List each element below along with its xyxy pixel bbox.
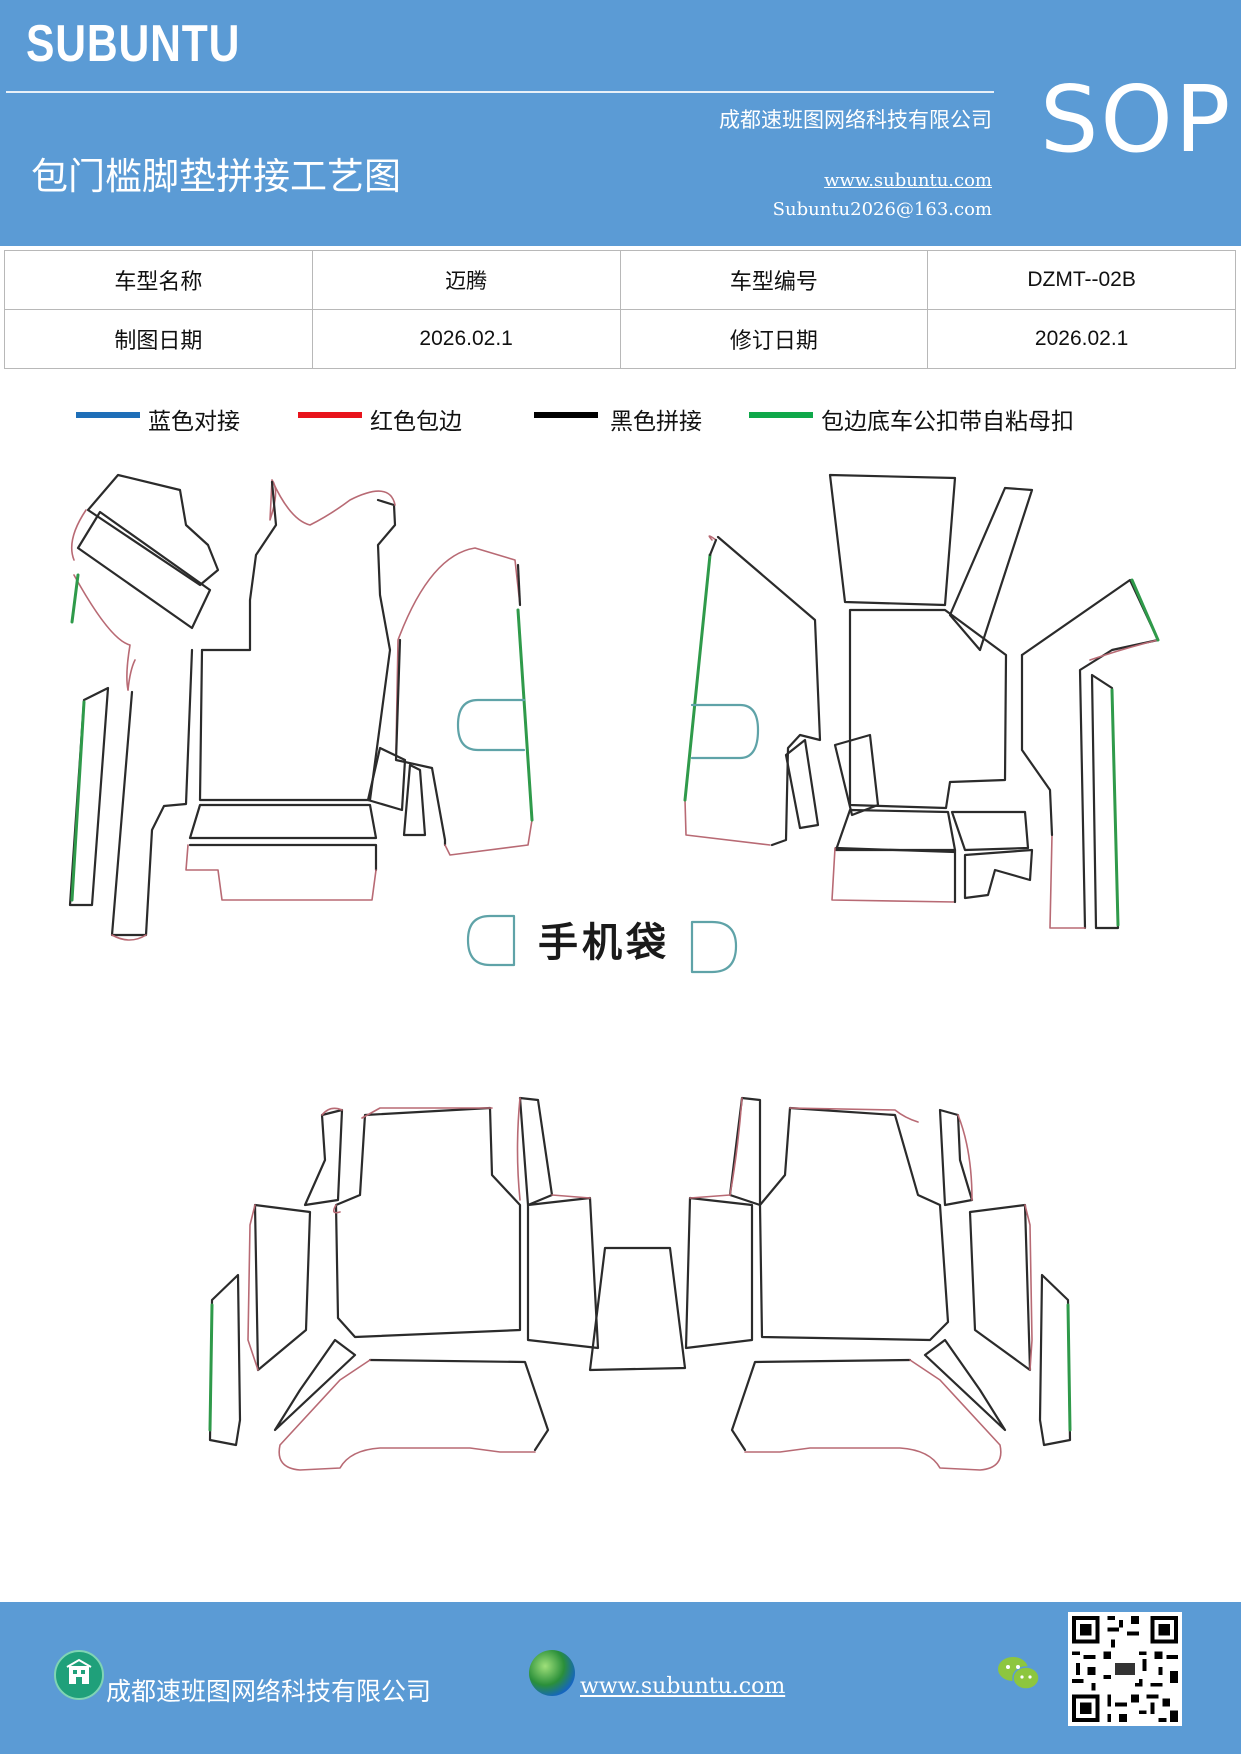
- legend-item: 蓝色对接: [76, 402, 240, 436]
- sop-badge: SOP: [1040, 66, 1233, 173]
- rear-left-mat-set: [208, 1096, 687, 1471]
- legend-label: 蓝色对接: [148, 409, 240, 435]
- rear-right-mat-set: [684, 1096, 1072, 1471]
- label-cell: 制图日期: [4, 309, 313, 369]
- page-title: 包门槛脚垫拼接工艺图: [31, 155, 401, 198]
- legend-swatch-red: [298, 412, 362, 418]
- info-table: 车型名称 迈腾 车型编号 DZMT--02B 制图日期 2026.02.1 修订…: [4, 250, 1236, 369]
- phone-pocket-label: 手机袋: [538, 920, 670, 966]
- footer-banner: 成都速班图网络科技有限公司 www.subuntu.com: [0, 1602, 1241, 1754]
- legend-label: 红色包边: [370, 409, 462, 435]
- phone-pocket-pieces: [466, 914, 738, 974]
- legend-swatch-green: [749, 412, 813, 418]
- footer-company: 成都速班图网络科技有限公司: [106, 1677, 432, 1706]
- label-cell: 修订日期: [619, 309, 929, 369]
- header-website-link[interactable]: www.subuntu.com: [824, 170, 992, 191]
- value-cell: 2026.02.1: [927, 309, 1236, 369]
- value-cell: DZMT--02B: [927, 250, 1236, 310]
- front-right-mat-set: [683, 473, 1160, 930]
- label-cell: 车型编号: [619, 250, 929, 310]
- header-company: 成都速班图网络科技有限公司: [719, 108, 992, 132]
- building-icon: [54, 1650, 104, 1700]
- legend-item: 红色包边: [298, 402, 462, 436]
- legend-swatch-blue: [76, 412, 140, 418]
- legend-swatch-black: [534, 412, 598, 418]
- table-row: 车型名称 迈腾 车型编号 DZMT--02B: [4, 250, 1236, 310]
- value-cell: 2026.02.1: [311, 309, 621, 369]
- header-divider: [6, 91, 994, 93]
- qr-code: [1068, 1612, 1182, 1726]
- wechat-icon: [996, 1654, 1042, 1694]
- value-cell: 迈腾: [311, 250, 621, 310]
- legend-label: 黑色拼接: [610, 409, 702, 435]
- brand-logo: SUBUNTU: [26, 15, 241, 73]
- header-email: Subuntu2026@163.com: [772, 199, 992, 220]
- legend: 蓝色对接 红色包边 黑色拼接 包边底车公扣带自粘母扣: [0, 402, 1241, 442]
- label-cell: 车型名称: [4, 250, 313, 310]
- legend-item: 包边底车公扣带自粘母扣: [749, 402, 1074, 436]
- globe-icon: [529, 1650, 575, 1696]
- legend-label: 包边底车公扣带自粘母扣: [821, 409, 1074, 435]
- mat-splice-diagram: 手机袋: [68, 473, 1160, 1471]
- table-row: 制图日期 2026.02.1 修订日期 2026.02.1: [4, 309, 1236, 369]
- legend-item: 黑色拼接: [534, 402, 702, 436]
- front-left-mat-set: [68, 473, 534, 941]
- footer-website-link[interactable]: www.subuntu.com: [580, 1674, 786, 1699]
- header-banner: SUBUNTU SOP 成都速班图网络科技有限公司 包门槛脚垫拼接工艺图 www…: [0, 0, 1241, 246]
